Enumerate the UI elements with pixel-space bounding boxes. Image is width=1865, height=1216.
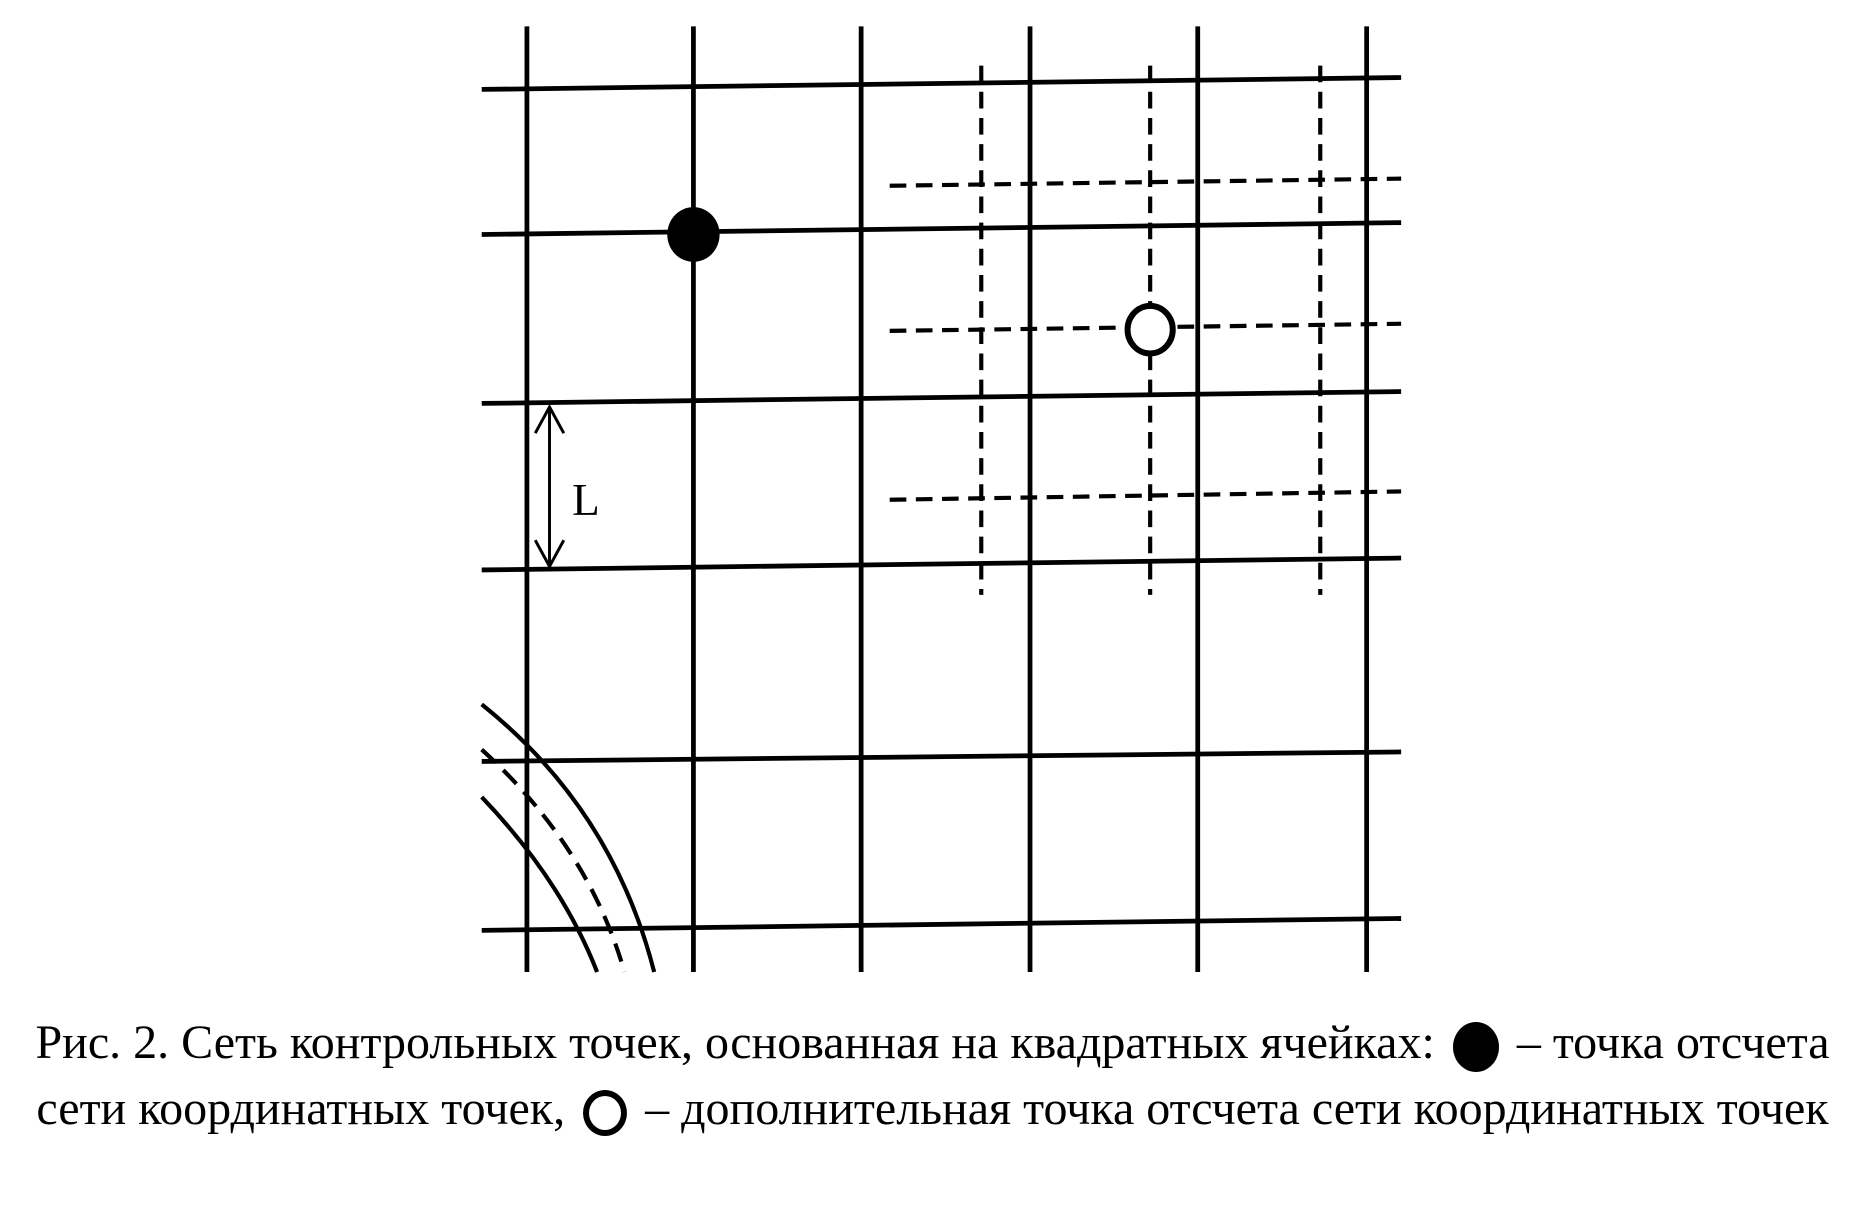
dashed-hline [889, 176, 1402, 188]
caption-part-1: Рис. 2. Сеть контрольных точек, основанн… [35, 1016, 1435, 1069]
grid-horizontal-lines [481, 75, 1402, 933]
grid-hline [481, 75, 1402, 92]
curved-boundary [480, 702, 657, 973]
dashed-hline [889, 489, 1402, 502]
filled-point-legend-icon [1452, 1021, 1499, 1072]
figure-caption: Рис. 2. Сеть контрольных точек, основанн… [0, 1010, 1865, 1142]
grid-hline [481, 916, 1402, 933]
hollow-point-legend-icon [583, 1089, 628, 1136]
origin-point-filled [667, 207, 720, 262]
dimension-label: L [572, 475, 600, 525]
grid-hline [481, 555, 1402, 573]
caption-part-2: – точка отсчета сети координатных точек, [36, 1016, 1830, 1135]
grid-hline [481, 749, 1402, 764]
grid-hline [481, 389, 1402, 406]
caption-part-3: – дополнительная точка отсчета сети коор… [645, 1082, 1829, 1135]
additional-origin-point-hollow [1124, 302, 1176, 357]
dashed-hline [889, 321, 1402, 333]
grid-hline [481, 220, 1402, 237]
dimension-arrow [533, 403, 566, 570]
